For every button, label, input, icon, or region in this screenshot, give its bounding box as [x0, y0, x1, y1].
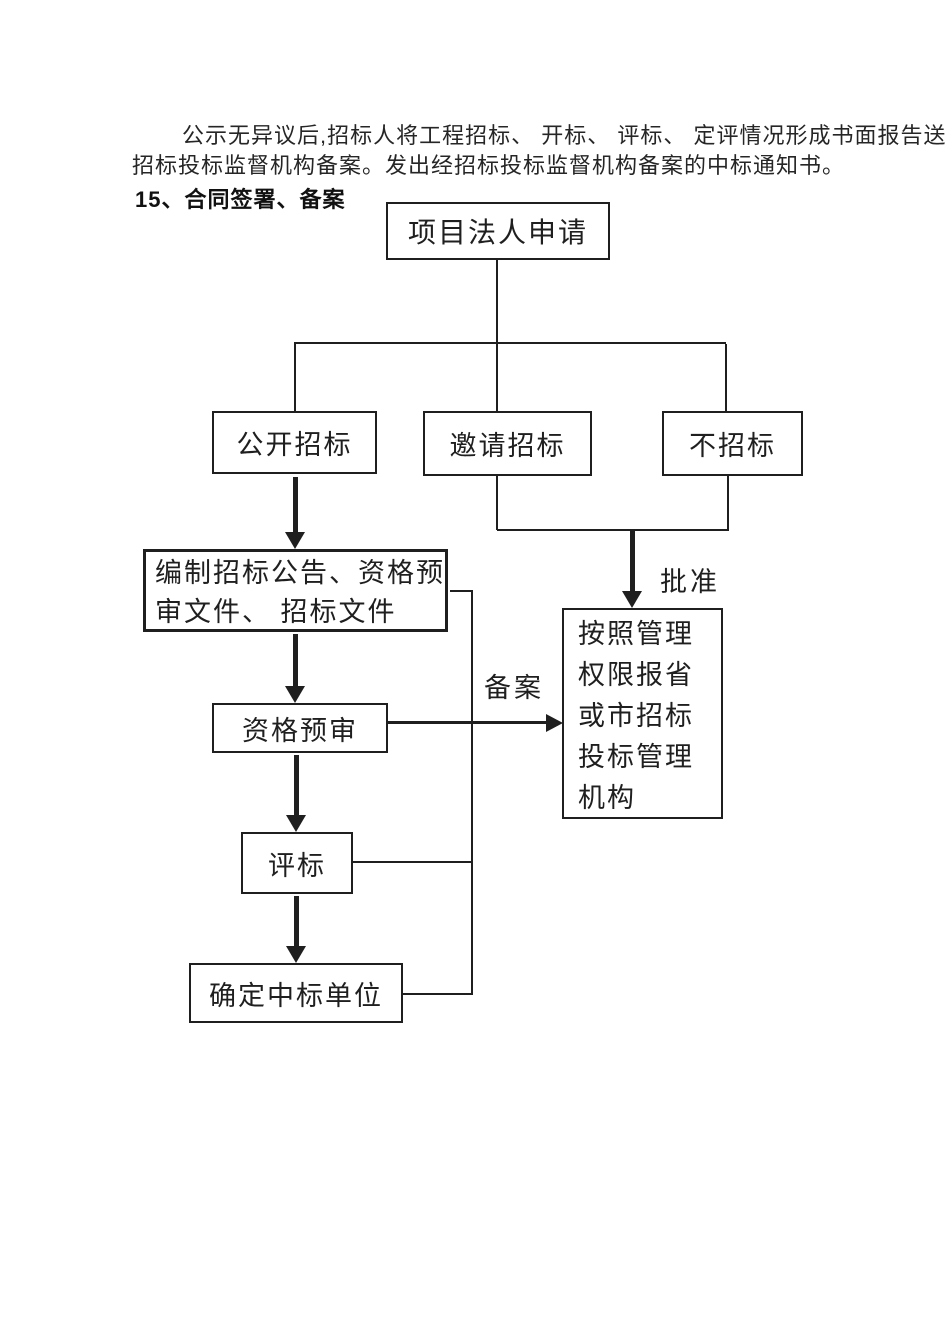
arrow-prepare-to-prequal [293, 634, 298, 687]
arrow-approve-down [630, 531, 635, 592]
node-management-authority-line4: 投标管理 [578, 742, 694, 772]
line-nobid-down [727, 476, 729, 530]
label-approve: 批准 [660, 567, 720, 597]
line-filing-shaft [388, 721, 546, 724]
node-prepare-documents: 编制招标公告、资格预 审文件、 招标文件 [143, 549, 448, 632]
paragraph-line-1: 公示无异议后,招标人将工程招标、 开标、 评标、 定评情况形成书面报告送 [182, 123, 947, 148]
node-invited-bidding: 邀请招标 [423, 411, 592, 476]
node-prequalification: 资格预审 [212, 703, 388, 753]
node-no-bidding-label: 不招标 [689, 431, 776, 461]
arrowhead-prepare-to-prequal [285, 686, 305, 703]
node-bid-evaluation-label: 评标 [268, 850, 326, 881]
node-prepare-documents-line1: 编制招标公告、资格预 [155, 558, 445, 588]
node-management-authority-line5: 机构 [578, 783, 636, 813]
node-determine-winner-label: 确定中标单位 [209, 980, 383, 1011]
node-prequalification-label: 资格预审 [242, 715, 358, 746]
line-branch-to-invite [496, 344, 498, 411]
node-open-bidding-label: 公开招标 [236, 430, 353, 460]
node-determine-winner: 确定中标单位 [189, 963, 403, 1023]
line-merge-horizontal [497, 529, 729, 531]
arrow-evaluation-to-winner [294, 896, 299, 947]
arrow-open-to-prepare [293, 477, 298, 534]
node-project-application-label: 项目法人申请 [407, 217, 588, 248]
line-invite-down [496, 476, 498, 530]
arrow-prequal-to-evaluation [294, 755, 299, 816]
label-filing: 备案 [484, 673, 544, 703]
node-management-authority-line2: 权限报省 [578, 660, 694, 690]
paragraph-line-2: 招标投标监督机构备案。发出经招标投标监督机构备案的中标通知书。 [132, 153, 846, 178]
node-bid-evaluation: 评标 [241, 832, 353, 894]
line-branch-to-open [294, 344, 296, 411]
line-prepare-to-collector [450, 590, 473, 592]
node-project-application: 项目法人申请 [386, 202, 610, 260]
node-prepare-documents-line2: 审文件、 招标文件 [155, 597, 397, 627]
arrowhead-evaluation-to-winner [286, 946, 306, 963]
arrowhead-approve-down [622, 591, 642, 608]
node-management-authority-line3: 或市招标 [578, 701, 694, 731]
line-winner-to-collector [403, 993, 472, 995]
node-management-authority: 按照管理 权限报省 或市招标 投标管理 机构 [562, 608, 723, 819]
line-project-down [496, 260, 498, 343]
node-no-bidding: 不招标 [662, 411, 803, 476]
arrowhead-open-to-prepare [285, 532, 305, 549]
section-heading: 15、合同签署、备案 [135, 187, 346, 212]
arrowhead-prequal-to-evaluation [286, 815, 306, 832]
arrowhead-filing-right [546, 714, 563, 732]
node-invited-bidding-label: 邀请招标 [449, 431, 566, 461]
line-collector-vertical [471, 590, 473, 995]
node-open-bidding: 公开招标 [212, 411, 377, 474]
line-evaluation-to-collector [353, 861, 471, 863]
node-management-authority-line1: 按照管理 [578, 619, 694, 649]
line-branch-horizontal [294, 342, 726, 344]
line-branch-to-nobid [725, 344, 727, 411]
